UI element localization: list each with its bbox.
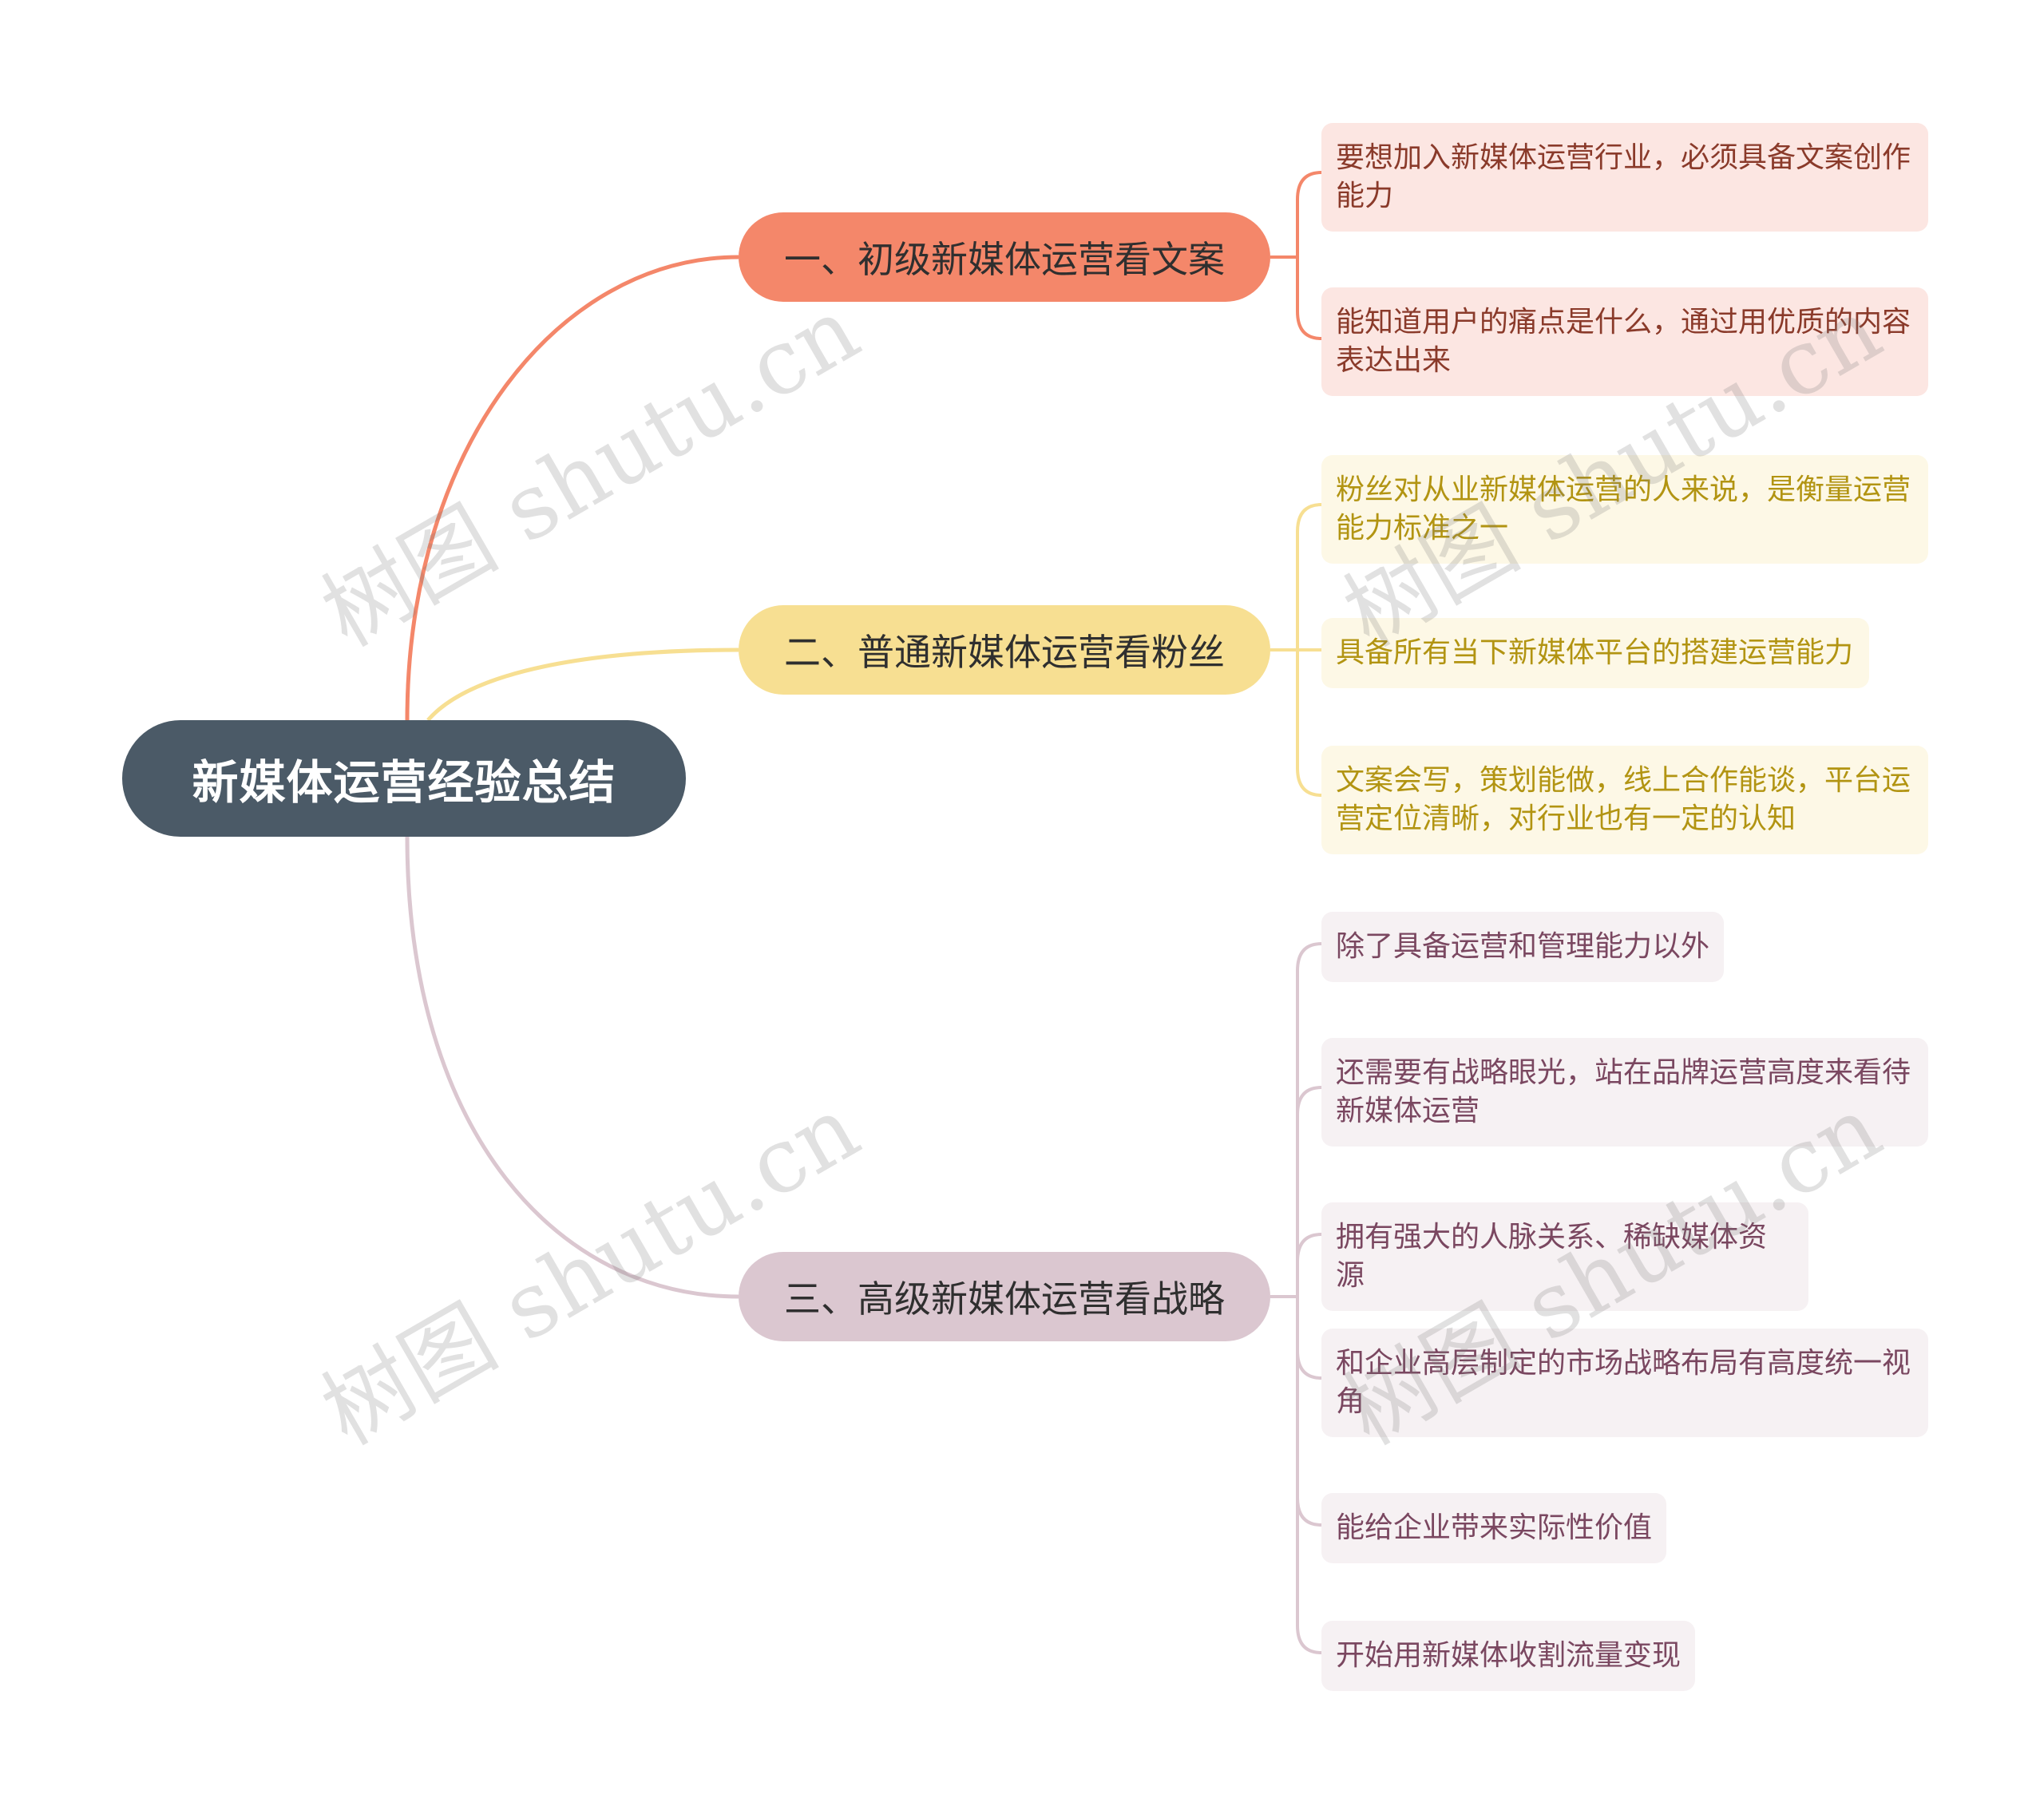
connector-b3-leaf-3 xyxy=(1296,1233,1322,1297)
connector-root-branch-3 xyxy=(405,836,739,1299)
connector-b3-leaf-4 xyxy=(1296,1297,1322,1380)
leaf-node[interactable]: 拥有强大的人脉关系、稀缺媒体资源 xyxy=(1321,1202,1808,1311)
branch-label: 一、初级新媒体运营看文案 xyxy=(784,238,1225,281)
branch-label: 三、高级新媒体运营看战略 xyxy=(784,1277,1225,1321)
leaf-text: 拥有强大的人脉关系、稀缺媒体资源 xyxy=(1336,1221,1768,1292)
branch-label: 二、普通新媒体运营看粉丝 xyxy=(784,631,1225,674)
connector-root-branch-2 xyxy=(426,648,739,722)
connector-b3-leaf-1 xyxy=(1296,942,1322,1297)
leaf-node[interactable]: 文案会写，策划能做，线上合作能谈，平台运营定位清晰，对行业也有一定的认知 xyxy=(1321,746,1928,854)
connector-b3-leaf-6 xyxy=(1296,1297,1322,1654)
leaf-node[interactable]: 除了具备运营和管理能力以外 xyxy=(1321,912,1724,982)
leaf-text: 还需要有战略眼光，站在品牌运营高度来看待新媒体运营 xyxy=(1336,1056,1911,1127)
branch-node-1[interactable]: 一、初级新媒体运营看文案 xyxy=(739,212,1270,302)
connector-b1-leaf-1 xyxy=(1296,171,1322,257)
leaf-node[interactable]: 粉丝对从业新媒体运营的人来说，是衡量运营能力标准之一 xyxy=(1321,455,1928,564)
branch-node-2[interactable]: 二、普通新媒体运营看粉丝 xyxy=(739,605,1270,695)
leaf-text: 粉丝对从业新媒体运营的人来说，是衡量运营能力标准之一 xyxy=(1336,473,1911,545)
leaf-text: 开始用新媒体收割流量变现 xyxy=(1336,1639,1682,1672)
leaf-node[interactable]: 具备所有当下新媒体平台的搭建运营能力 xyxy=(1321,618,1869,688)
branch-node-3[interactable]: 三、高级新媒体运营看战略 xyxy=(739,1252,1270,1341)
leaf-node[interactable]: 要想加入新媒体运营行业，必须具备文案创作能力 xyxy=(1321,123,1928,232)
leaf-text: 要想加入新媒体运营行业，必须具备文案创作能力 xyxy=(1336,141,1911,212)
connector-b2-leaf-1 xyxy=(1296,503,1322,650)
leaf-node[interactable]: 能知道用户的痛点是什么，通过用优质的内容表达出来 xyxy=(1321,287,1928,396)
leaf-node[interactable]: 和企业高层制定的市场战略布局有高度统一视角 xyxy=(1321,1329,1928,1437)
leaf-text: 和企业高层制定的市场战略布局有高度统一视角 xyxy=(1336,1347,1911,1418)
connector-root-branch-1 xyxy=(405,255,739,721)
connector-b3-leaf-2 xyxy=(1296,1086,1322,1297)
leaf-node[interactable]: 能给企业带来实际性价值 xyxy=(1321,1493,1666,1563)
connector-b2-leaf-3 xyxy=(1296,650,1322,797)
leaf-text: 能知道用户的痛点是什么，通过用优质的内容表达出来 xyxy=(1336,306,1911,377)
connector-b1-leaf-2 xyxy=(1296,257,1322,340)
leaf-node[interactable]: 开始用新媒体收割流量变现 xyxy=(1321,1621,1695,1691)
leaf-text: 具备所有当下新媒体平台的搭建运营能力 xyxy=(1336,636,1854,669)
leaf-text: 能给企业带来实际性价值 xyxy=(1336,1511,1653,1544)
connector-b3-leaf-5 xyxy=(1296,1297,1322,1527)
root-node[interactable]: 新媒体运营经验总结 xyxy=(122,720,686,837)
leaf-text: 除了具备运营和管理能力以外 xyxy=(1336,930,1710,963)
leaf-text: 文案会写，策划能做，线上合作能谈，平台运营定位清晰，对行业也有一定的认知 xyxy=(1336,764,1911,835)
leaf-node[interactable]: 还需要有战略眼光，站在品牌运营高度来看待新媒体运营 xyxy=(1321,1038,1928,1147)
root-label: 新媒体运营经验总结 xyxy=(192,755,616,810)
